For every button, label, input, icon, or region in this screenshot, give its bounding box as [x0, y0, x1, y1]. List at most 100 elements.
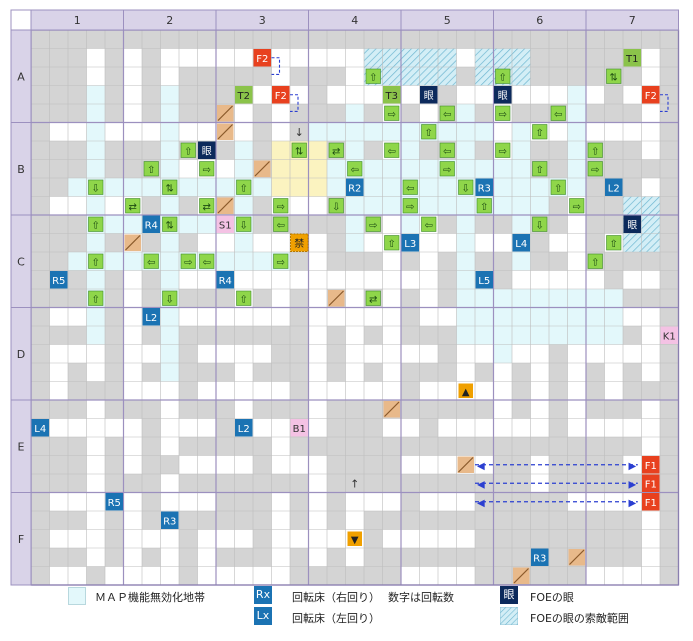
arrow-floor-tile	[143, 253, 159, 269]
floor-tile	[253, 270, 272, 289]
floor-tile	[345, 196, 364, 215]
floor-tile	[438, 122, 457, 141]
floor-tile	[641, 104, 660, 123]
arrow-floor-tile	[439, 161, 455, 177]
arrow-floor-icon: ⇧	[480, 202, 488, 213]
floor-tile	[105, 252, 124, 271]
patrol-arrow-left-icon: ◀	[477, 461, 485, 472]
floor-tile	[271, 270, 290, 289]
floor-tile	[493, 326, 512, 345]
floor-tile	[308, 307, 327, 326]
arrow-floor-icon: ⇅	[166, 183, 174, 194]
floor-tile	[234, 141, 253, 160]
tile-label-spin: R4	[219, 276, 232, 287]
floor-tile	[308, 233, 327, 252]
arrow-floor-icon: ⇧	[184, 146, 192, 157]
floor-tile	[456, 326, 475, 345]
floor-tile	[530, 178, 549, 197]
floor-tile	[512, 252, 531, 271]
floor-tile	[475, 326, 494, 345]
arrow-floor-tile	[606, 235, 622, 251]
floor-tile	[475, 381, 494, 400]
floor-tile	[179, 159, 198, 178]
floor-tile	[179, 215, 198, 234]
arrow-floor-icon: ⇧	[610, 239, 618, 250]
floor-tile	[105, 566, 124, 585]
floor-tile	[345, 233, 364, 252]
floor-tile	[641, 529, 660, 548]
tile-eye	[494, 86, 512, 104]
floor-tile	[382, 529, 401, 548]
tile-spin	[161, 511, 179, 529]
floor-tile	[382, 289, 401, 308]
floor-tile	[345, 381, 364, 400]
column-header-bar	[10, 9, 679, 31]
floor-tile	[493, 178, 512, 197]
legend-rx-icon: Rx	[254, 586, 272, 604]
floor-tile	[308, 122, 327, 141]
floor-tile	[456, 566, 475, 585]
tile-label-foe: F1	[645, 479, 657, 490]
floor-tile	[86, 48, 105, 67]
tile-label-eye: 眼	[202, 145, 212, 157]
floor-tile	[234, 104, 253, 123]
floor-tile	[86, 159, 105, 178]
column-header-6: 6	[536, 14, 543, 27]
floor-tile	[49, 418, 68, 437]
floor-tile	[345, 548, 364, 567]
floor-tile	[567, 326, 586, 345]
floor-tile	[512, 122, 531, 141]
floor-tile	[549, 289, 568, 308]
floor-tile	[327, 307, 346, 326]
arrow-floor-tile	[458, 179, 474, 195]
floor-tile	[160, 548, 179, 567]
floor-tile	[493, 159, 512, 178]
floor-tile	[49, 344, 68, 363]
floor-tile	[567, 215, 586, 234]
floor-tile	[308, 511, 327, 530]
arrow-floor-icon: ⇦	[277, 220, 285, 231]
floor-tile	[604, 307, 623, 326]
floor-tile	[345, 215, 364, 234]
floor-tile	[567, 363, 586, 382]
arrow-floor-icon: ⇧	[554, 183, 562, 194]
door-diagonal	[384, 401, 400, 417]
floor-tile	[382, 252, 401, 271]
tile-label-foe: F2	[275, 91, 287, 102]
floor-tile	[197, 418, 216, 437]
arrow-floor-icon: ⇅	[166, 220, 174, 231]
door-diagonal	[125, 235, 141, 251]
floor-tile	[493, 418, 512, 437]
floor-tile	[401, 141, 420, 160]
arrow-floor-icon: ⇄	[332, 146, 340, 157]
tile-label-spin: R3	[533, 553, 546, 564]
legend-rx-label: 回転床（右回り）	[292, 591, 380, 604]
floor-tile	[364, 344, 383, 363]
tile-spin	[235, 419, 253, 437]
floor-tile	[345, 492, 364, 511]
floor-tile	[234, 344, 253, 363]
floor-tile	[308, 289, 327, 308]
floor-tile	[567, 85, 586, 104]
arrow-floor-tile	[162, 216, 178, 232]
tile-switch	[660, 326, 678, 344]
arrow-floor-icon: ⇨	[184, 257, 192, 268]
floor-tile	[160, 48, 179, 67]
arrow-floor-icon: ⇧	[591, 257, 599, 268]
floor-tile	[456, 215, 475, 234]
floor-tile	[345, 122, 364, 141]
tile-eye	[623, 215, 641, 233]
floor-tile	[123, 437, 142, 456]
floor-tile	[419, 529, 438, 548]
floor-tile	[308, 196, 327, 215]
floor-tile	[382, 178, 401, 197]
arrow-floor-icon: ⇄	[129, 202, 137, 213]
floor-tile	[512, 85, 531, 104]
floor-tile	[327, 178, 346, 197]
floor-tile	[382, 492, 401, 511]
arrow-floor-icon: ⇧	[536, 165, 544, 176]
floor-tile	[345, 326, 364, 345]
legend-count-note: 数字は回転数	[388, 591, 454, 604]
floor-tile	[49, 363, 68, 382]
floor-tile	[567, 252, 586, 271]
